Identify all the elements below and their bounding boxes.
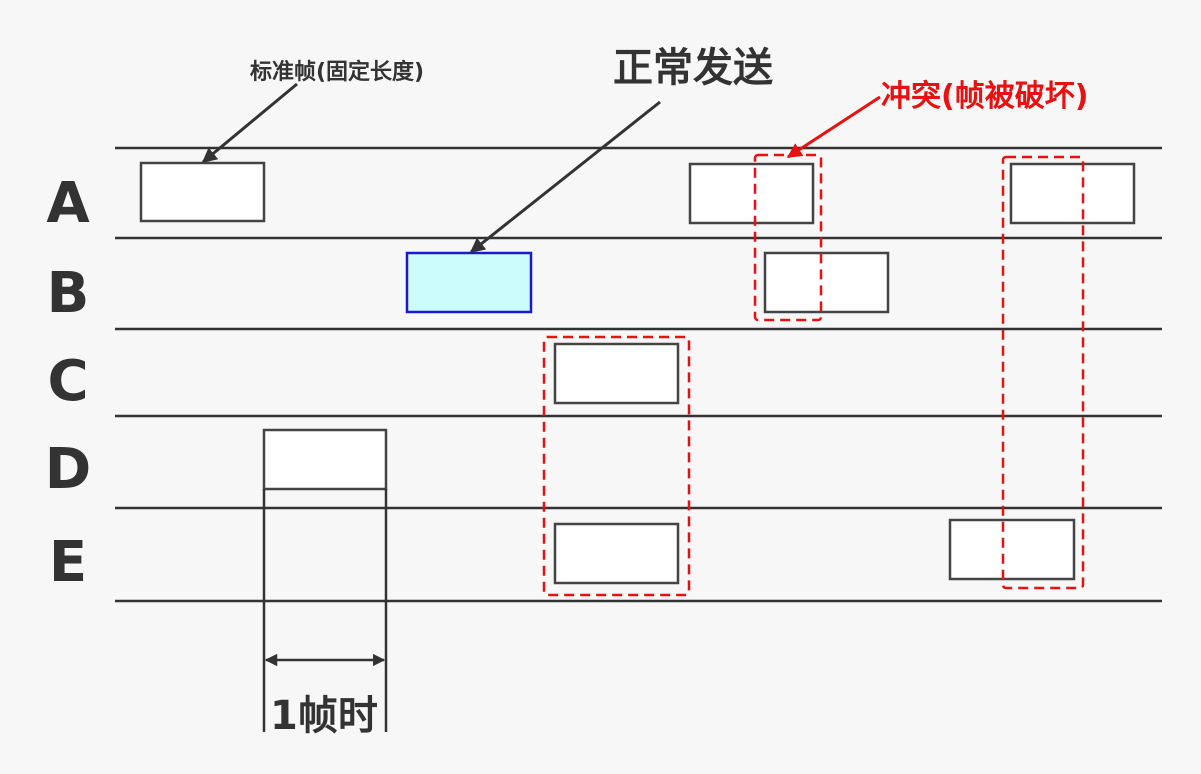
frame-c-1 [553, 342, 680, 405]
frame-e-1 [553, 522, 680, 585]
collision-boxes [542, 153, 1085, 597]
collision-box-ce [542, 335, 691, 597]
frame-e-2 [948, 518, 1076, 581]
frame-d-1 [262, 428, 388, 491]
standard-frame-label: 标准帧(固定长度) [250, 60, 425, 85]
collision-label: 冲突(帧被破坏) [881, 79, 1089, 114]
frame-time-label: 1帧时 [270, 693, 378, 739]
row-label-a: A [46, 171, 90, 236]
frames [139, 161, 1136, 585]
row-label-c: C [47, 349, 89, 414]
standard-frame-pointer [201, 82, 298, 164]
row-label-e: E [48, 530, 88, 595]
collision-pointer [786, 95, 881, 159]
row-label-b: B [46, 261, 90, 326]
frame-b-2 [763, 251, 890, 314]
collision-box-ae [1001, 155, 1085, 590]
frame-a-1 [139, 161, 266, 223]
frame-a-3 [1009, 162, 1136, 225]
channel-lines [115, 146, 1162, 603]
row-label-d: D [44, 437, 92, 502]
frame-b-normal [405, 251, 533, 314]
frame-time-dimension [262, 489, 388, 732]
normal-send-pointer [469, 100, 661, 254]
frame-a-2 [688, 162, 815, 225]
collision-box-ab [753, 153, 823, 322]
normal-send-label: 正常发送 [613, 45, 773, 91]
